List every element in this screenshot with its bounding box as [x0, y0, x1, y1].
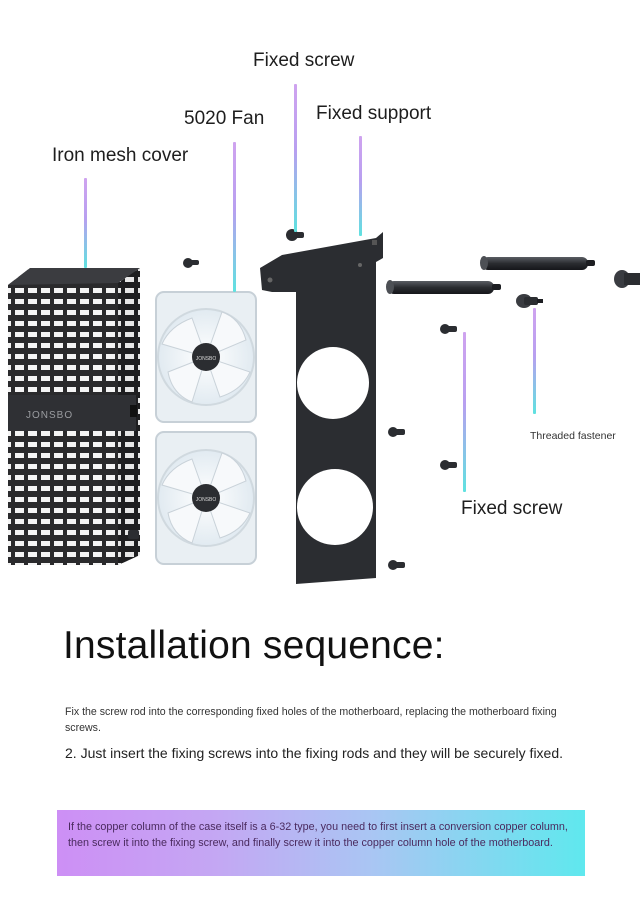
leader-5020-fan	[233, 142, 236, 292]
label-fixed-screw-top: Fixed screw	[253, 50, 355, 71]
screws	[128, 229, 457, 570]
screw-row-4	[388, 560, 405, 570]
installation-heading: Installation sequence:	[63, 624, 445, 667]
label-fixed-screw-bottom: Fixed screw	[461, 498, 563, 519]
mesh-cover-brand-logo: JONSBO	[26, 410, 73, 421]
fan-top-hub-logo: JONSBO	[196, 356, 217, 362]
label-threaded-fastener: Threaded fastener	[530, 430, 616, 442]
exploded-product-diagram: JONSBO JONSBO JONSBO	[8, 229, 640, 584]
leader-fixed-support	[359, 136, 362, 236]
threaded-fastener-piece	[516, 294, 543, 308]
note-box: If the copper column of the case itself …	[57, 810, 585, 876]
label-fixed-support: Fixed support	[316, 103, 432, 124]
screw-row-2	[388, 427, 405, 437]
screw-near-support-top	[286, 229, 304, 241]
installation-step-1: Fix the screw rod into the corresponding…	[65, 706, 557, 734]
leader-threaded-fastener	[533, 308, 536, 414]
fixing-rods	[386, 256, 640, 308]
leader-fixed-screw-bottom	[463, 332, 466, 492]
leader-fixed-screw-top	[294, 84, 297, 232]
fixing-rod-1	[386, 280, 501, 294]
label-5020-fan: 5020 Fan	[184, 108, 265, 129]
note-text: If the copper column of the case itself …	[68, 821, 568, 849]
screw-row-3	[440, 460, 457, 470]
fan-bottom: JONSBO	[155, 431, 257, 565]
fan-bottom-hub-logo: JONSBO	[196, 497, 217, 503]
leader-iron-mesh-cover	[84, 178, 87, 268]
screw-near-fan	[183, 258, 199, 268]
label-iron-mesh-cover: Iron mesh cover	[52, 145, 189, 166]
fixed-support-bracket	[260, 232, 383, 584]
fan-top: JONSBO	[155, 291, 257, 423]
threaded-fastener-piece-right	[614, 270, 640, 288]
installation-step-2: 2. Just insert the fixing screws into th…	[65, 745, 564, 761]
screw-row-1	[440, 324, 457, 334]
iron-mesh-cover: JONSBO	[8, 268, 140, 565]
screw-mesh-side	[128, 530, 139, 539]
fixing-rod-2	[480, 256, 595, 270]
